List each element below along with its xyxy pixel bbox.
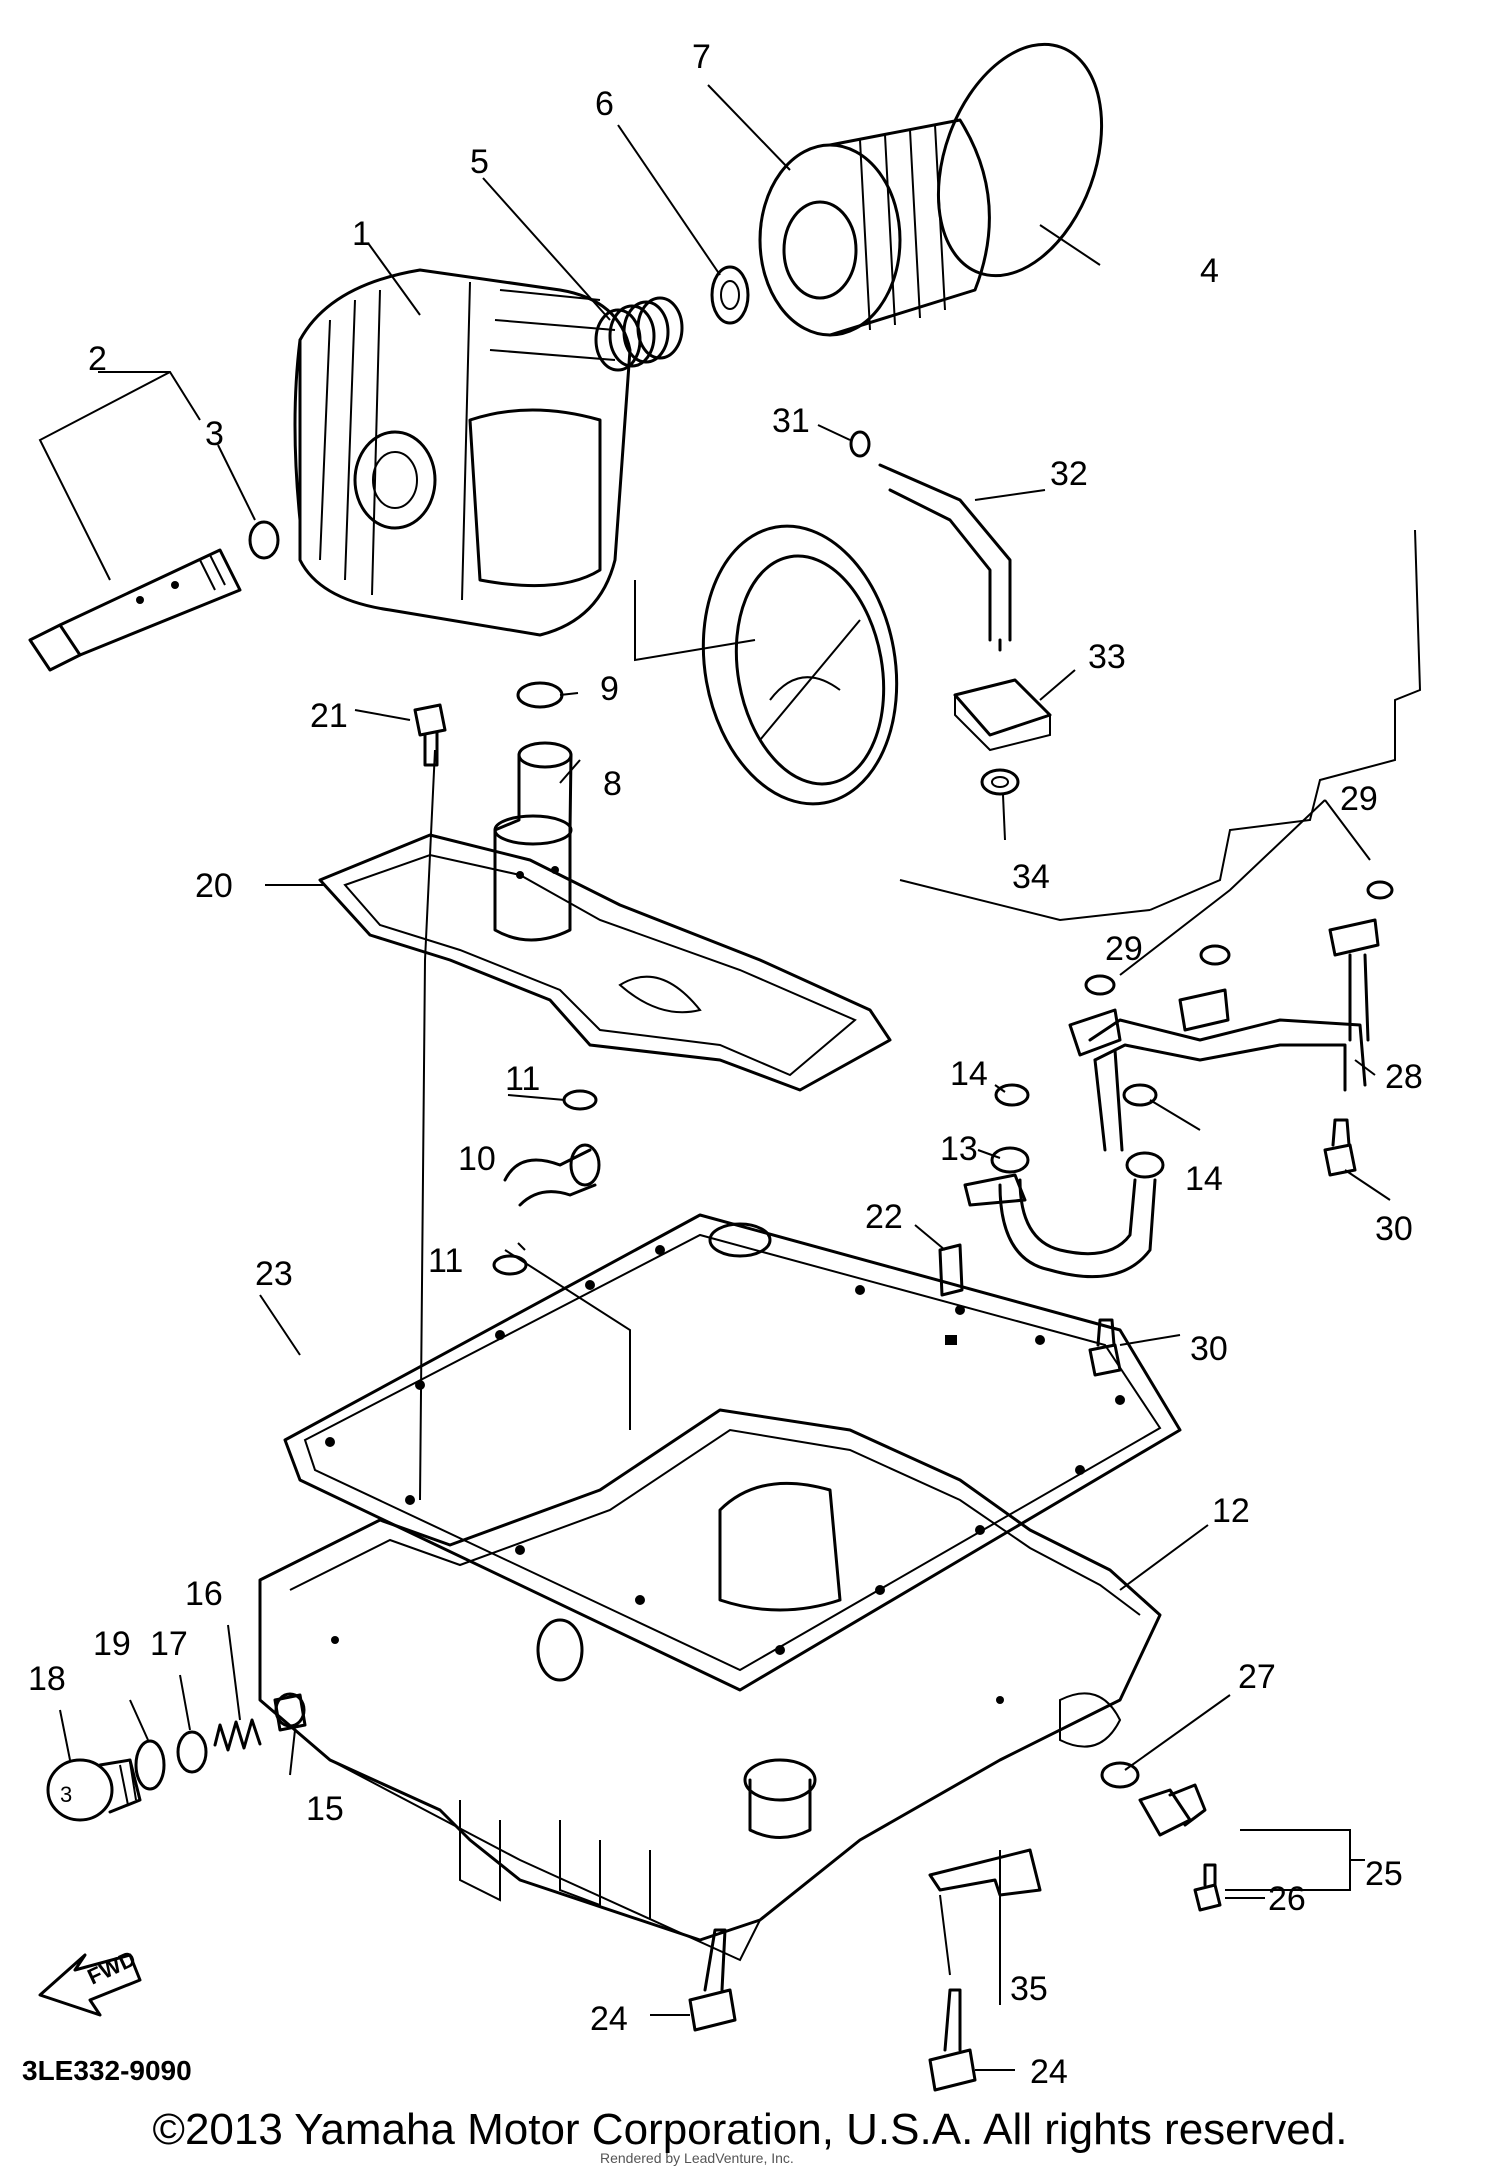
oil-filter-bolt-part bbox=[28, 548, 242, 672]
oil-delivery-pipe-13-part bbox=[963, 1146, 1165, 1279]
callout-35: 35 bbox=[1010, 1970, 1048, 2008]
callout-19: 19 bbox=[93, 1625, 131, 1663]
part-3-stamp: 3 bbox=[60, 1782, 72, 1807]
drain-plug-25-part bbox=[1138, 1783, 1207, 1837]
bolt-30-lower-part bbox=[1088, 1318, 1122, 1377]
oil-filter-element-part bbox=[758, 118, 991, 337]
washer-34-part bbox=[980, 768, 1020, 796]
damper-part bbox=[953, 678, 1052, 752]
callout-34: 34 bbox=[1012, 858, 1050, 896]
strainer-screen-part bbox=[634, 524, 1151, 922]
callout-22: 22 bbox=[865, 1198, 903, 1236]
callout-28: 28 bbox=[1385, 1058, 1423, 1096]
callout-7: 7 bbox=[692, 38, 711, 76]
o-ring-11-upper-part bbox=[562, 1089, 598, 1111]
forward-direction-arrow-icon bbox=[38, 1953, 142, 2017]
spring-part bbox=[594, 296, 684, 372]
callout-25: 25 bbox=[1365, 1855, 1403, 1893]
callout-4: 4 bbox=[1200, 252, 1219, 290]
callout-5: 5 bbox=[470, 143, 489, 181]
callout-11-upper: 11 bbox=[505, 1060, 540, 1098]
bolt-24-right-part bbox=[928, 1988, 977, 2092]
catalog-code: 3LE332-9090 bbox=[22, 2055, 192, 2086]
callout-13: 13 bbox=[940, 1130, 978, 1168]
o-ring-14-left-part bbox=[994, 1083, 1030, 1107]
callout-24-left: 24 bbox=[590, 2000, 628, 2038]
callout-labels: 1 2 3 4 5 6 7 8 9 10 11 11 12 13 14 14 1… bbox=[28, 38, 1423, 2091]
o-ring-9-part bbox=[516, 681, 564, 709]
watermark-subtext: Rendered by LeadVenture, Inc. bbox=[600, 2150, 794, 2166]
callout-3: 3 bbox=[205, 415, 224, 453]
bracket-35-part bbox=[928, 1848, 1042, 1897]
callout-21: 21 bbox=[310, 697, 348, 735]
bolt-30-right-part bbox=[1323, 1118, 1357, 1177]
copyright-notice: ©2013 Yamaha Motor Corporation, U.S.A. A… bbox=[152, 2105, 1348, 2154]
callout-29-left: 29 bbox=[1105, 930, 1143, 968]
oil-hose-10-part bbox=[503, 1143, 601, 1207]
callout-23: 23 bbox=[255, 1255, 293, 1293]
callout-26: 26 bbox=[1268, 1880, 1306, 1918]
callout-10: 10 bbox=[458, 1140, 496, 1178]
o-ring-29-c-part bbox=[1366, 880, 1394, 900]
callout-6: 6 bbox=[595, 85, 614, 123]
callout-11-lower: 11 bbox=[428, 1242, 463, 1280]
oil-strainer-pipe-part bbox=[493, 741, 573, 942]
callout-33: 33 bbox=[1088, 638, 1126, 676]
callout-27: 27 bbox=[1238, 1658, 1276, 1696]
bolt-24-left-part bbox=[688, 1928, 737, 2032]
callout-29-right: 29 bbox=[1340, 780, 1378, 818]
relief-valve-15-part bbox=[273, 1692, 307, 1732]
callout-16: 16 bbox=[185, 1575, 223, 1613]
callout-2: 2 bbox=[88, 340, 107, 378]
callout-30-lower: 30 bbox=[1190, 1330, 1228, 1368]
callout-17: 17 bbox=[150, 1625, 188, 1663]
oil-pipe-32-part bbox=[878, 463, 1012, 652]
spring-16-part bbox=[213, 1718, 262, 1752]
o-ring-19-part bbox=[134, 1739, 166, 1791]
o-ring-29-a-part bbox=[1084, 974, 1116, 996]
o-ring-14-right-part bbox=[1122, 1083, 1158, 1107]
callout-8: 8 bbox=[603, 765, 622, 803]
oil-pan-gasket-part bbox=[283, 1213, 1182, 1692]
callout-20: 20 bbox=[195, 867, 233, 905]
crankcase-outline-part bbox=[1149, 529, 1422, 911]
oil-pipe-28-part bbox=[1068, 918, 1380, 1152]
cap-17-part bbox=[176, 1730, 208, 1774]
gasket-27-part bbox=[1100, 1761, 1140, 1789]
washer-part bbox=[710, 265, 750, 325]
oil-pan-part bbox=[258, 1408, 1162, 1962]
plug-22-part bbox=[938, 1243, 964, 1345]
callout-30-right: 30 bbox=[1375, 1210, 1413, 1248]
o-ring-3-part bbox=[248, 520, 280, 560]
callout-1: 1 bbox=[352, 215, 371, 253]
o-ring-11-lower-part bbox=[492, 1254, 528, 1276]
callout-15: 15 bbox=[306, 1790, 344, 1828]
bolt-21-part bbox=[413, 703, 447, 767]
o-ring-31-part bbox=[849, 430, 871, 458]
callout-14-right: 14 bbox=[1185, 1160, 1223, 1198]
callout-14-left: 14 bbox=[950, 1055, 988, 1093]
leader-lines bbox=[38, 84, 1391, 2071]
callout-12: 12 bbox=[1212, 1492, 1250, 1530]
callout-18: 18 bbox=[28, 1660, 66, 1698]
o-ring-29-b-part bbox=[1199, 944, 1231, 966]
callout-31: 31 bbox=[772, 402, 810, 440]
relief-valve-plug-part bbox=[46, 1758, 142, 1822]
callout-9: 9 bbox=[600, 670, 619, 708]
o-ring-4-part bbox=[936, 42, 1104, 278]
oil-filter-cover-part bbox=[293, 268, 632, 637]
callout-24-right: 24 bbox=[1030, 2053, 1068, 2091]
screw-26-part bbox=[1193, 1863, 1222, 1912]
callout-32: 32 bbox=[1050, 455, 1088, 493]
gasket-20-part bbox=[318, 833, 892, 1092]
